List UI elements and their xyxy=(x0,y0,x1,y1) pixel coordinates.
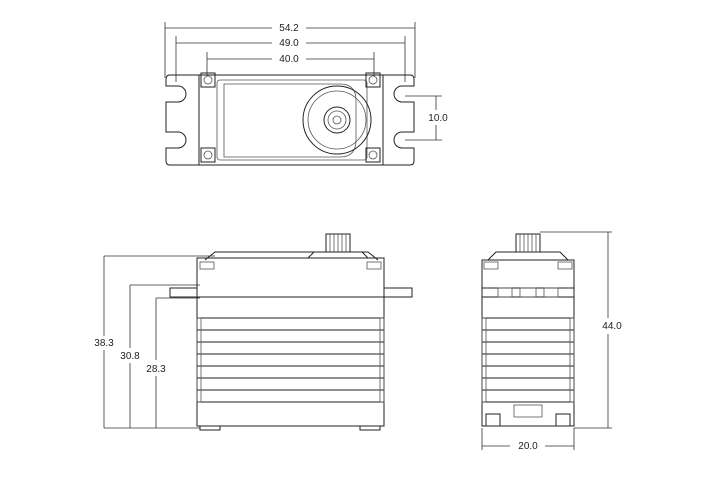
end-flange-band xyxy=(482,287,574,298)
dim-label-54-2: 54.2 xyxy=(279,23,299,34)
end-cable-exit xyxy=(513,404,543,418)
side-view: 38.3 30.8 28.3 xyxy=(94,233,413,431)
end-cooling-fins xyxy=(481,317,575,403)
top-flange-outline xyxy=(165,74,415,166)
dim-label-30-8: 30.8 xyxy=(120,351,140,362)
dim-label-49-0: 49.0 xyxy=(279,38,299,49)
side-screw-left xyxy=(199,261,215,270)
end-foot-right xyxy=(555,413,571,426)
dim-label-38-3: 38.3 xyxy=(94,338,114,349)
end-screw-right xyxy=(557,261,573,270)
top-output-gear xyxy=(302,85,372,155)
top-body-inner xyxy=(216,79,368,161)
side-lid-bevel xyxy=(204,251,379,261)
top-body-outline xyxy=(198,74,384,166)
side-flange-right xyxy=(384,287,413,298)
top-view: 54.2 49.0 40.0 10.0 xyxy=(164,22,448,166)
dim-label-20-0: 20.0 xyxy=(518,441,538,452)
side-foot-left xyxy=(199,426,221,431)
side-cooling-fins xyxy=(196,317,385,403)
top-dimension-lines xyxy=(164,22,442,141)
side-output-spline xyxy=(307,233,369,259)
end-view: 44.0 20.0 xyxy=(481,231,622,452)
side-dimension-lines xyxy=(103,255,215,429)
dim-label-40-0: 40.0 xyxy=(279,54,299,65)
end-lid-bevel xyxy=(487,251,569,261)
end-output-spline xyxy=(515,233,541,253)
end-dimension-lines xyxy=(481,231,612,450)
top-case-contour xyxy=(223,83,357,158)
side-foot-right xyxy=(359,426,381,431)
top-screws xyxy=(200,72,381,163)
side-screw-right xyxy=(366,261,382,270)
dim-label-10-0: 10.0 xyxy=(428,113,448,124)
side-flange-left xyxy=(169,287,197,298)
end-body xyxy=(481,259,575,427)
dim-label-28-3: 28.3 xyxy=(146,364,166,375)
end-screw-left xyxy=(483,261,499,270)
end-foot-left xyxy=(485,413,501,426)
dim-label-44-0: 44.0 xyxy=(602,321,622,332)
